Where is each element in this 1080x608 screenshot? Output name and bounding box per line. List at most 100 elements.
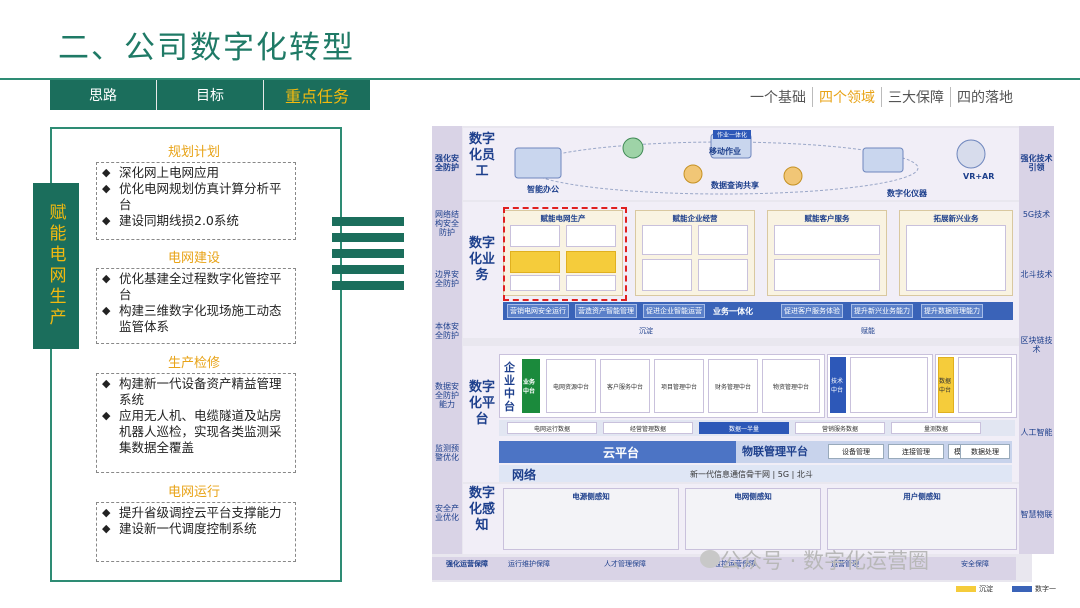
list-item: 建设新一代调度控制系统 [102, 521, 290, 537]
sense-group-title: 用户侧感知 [903, 492, 941, 501]
cloud-platform: 云平台 [499, 441, 743, 463]
connector-bar [332, 281, 404, 290]
title-divider [0, 78, 1080, 80]
legend-item: 数字一 [1012, 584, 1056, 594]
mini-block [566, 251, 616, 273]
bottom-item: 人才管理保障 [604, 560, 646, 568]
right-nav: 一个基础 四个领域 三大保障 四的落地 [744, 87, 1019, 107]
list-item: 深化网上电网应用 [102, 165, 290, 181]
layer-name: 数字化平台 [469, 380, 496, 427]
strip-center: 业务一体化 [713, 307, 753, 316]
side-label: 强化技术引领 [1020, 154, 1053, 172]
section-box-operation: 提升省级调控云平台支撑能力 建设新一代调度控制系统 [96, 502, 296, 562]
staff-label: 数据查询共享 [711, 181, 759, 190]
data-item: 量测数据 [891, 422, 981, 434]
rnav-three-guarantees[interactable]: 三大保障 [882, 87, 951, 107]
tab-thinking[interactable]: 思路 [50, 80, 157, 110]
network-bar [499, 465, 1012, 482]
layer-digital-sensing: 数字化感知 电源侧感知 电网侧感知 用户侧感知 [463, 484, 1019, 554]
side-label: 数据安全防护能力 [435, 382, 459, 409]
side-label: 北斗技术 [1020, 270, 1053, 279]
section-title-construction: 电网建设 [168, 251, 221, 266]
bottom-item: 监控运营保障 [714, 560, 756, 568]
block-title: 赋能电网生产 [540, 214, 586, 223]
business-mid: 业务中台 [522, 359, 540, 413]
flow-label: 赋能 [861, 327, 875, 335]
legend-label: 数字一 [1035, 585, 1056, 593]
tab-goals[interactable]: 目标 [157, 80, 264, 110]
data-mid-box: 数据中台 [935, 354, 1017, 418]
side-label: 网络结构安全防护 [435, 210, 459, 237]
section-box-planning: 深化网上电网应用 优化电网规划仿真计算分析平台 建设同期线损2.0系统 [96, 162, 296, 240]
block-customer-service: 赋能客户服务 [767, 210, 887, 296]
section-title-operation: 电网运行 [168, 485, 221, 500]
center: 物资管理中台 [762, 359, 820, 413]
data-mid: 数据中台 [938, 357, 954, 413]
block-grid-production: 赋能电网生产 [503, 210, 623, 296]
mini-block [774, 259, 880, 291]
sense-group: 电网侧感知 [685, 488, 821, 550]
legend-item: 沉淀 [956, 584, 993, 594]
architecture-diagram: 强化安全防护 网络结构安全防护 边界安全防护 本体安全防护 数据安全防护能力 监… [432, 126, 1054, 582]
center: 客户服务中台 [600, 359, 650, 413]
sense-group: 用户侧感知 [827, 488, 1017, 550]
network-label: 网络 [512, 468, 537, 482]
enterprise-mid: 企业中台 业务中台 电网资源中台 客户服务中台 项目管理中台 财务管理中台 物资… [499, 354, 825, 418]
connector-bar [332, 265, 404, 274]
mini-block [510, 225, 560, 247]
list-item: 构建新一代设备资产精益管理系统 [102, 376, 290, 408]
section-box-construction: 优化基建全过程数字化管控平台 构建三维数字化现场施工动态监管体系 [96, 268, 296, 344]
data-item: 数据一半量 [699, 422, 789, 434]
rnav-landing[interactable]: 四的落地 [957, 90, 1013, 106]
page-title: 二、公司数字化转型 [58, 30, 355, 66]
section-title-planning: 规划计划 [168, 145, 221, 160]
block-new-business: 拓展新兴业务 [899, 210, 1013, 296]
list-item: 构建三维数字化现场施工动态监管体系 [102, 303, 290, 335]
tech-mid: 技术中台 [830, 357, 846, 413]
legend-label: 沉淀 [979, 585, 993, 593]
iot-item: 设备管理 [828, 444, 884, 459]
tech-mid-box: 技术中台 [827, 354, 933, 418]
side-label: 智慧物联 [1020, 510, 1053, 519]
staff-tag: 作业一体化 [713, 130, 752, 139]
tab-key-tasks[interactable]: 重点任务 [284, 87, 349, 106]
rnav-four-domains[interactable]: 四个领域 [813, 87, 882, 107]
layer-name: 数字化员工 [469, 132, 496, 179]
strip-item: 提升数据管理能力 [921, 304, 983, 318]
left-guarantee-column: 强化安全防护 网络结构安全防护 边界安全防护 本体安全防护 数据安全防护能力 监… [432, 126, 462, 554]
top-nav: 思路 目标 重点任务 [50, 80, 370, 110]
block-title: 赋能客户服务 [804, 214, 850, 223]
list-item: 优化电网规划仿真计算分析平台 [102, 181, 290, 213]
bottom-item: 安全保障 [961, 560, 989, 568]
data-item: 电网运行数据 [507, 422, 597, 434]
layer-name: 数字化感知 [469, 486, 496, 533]
side-label: 本体安全防护 [435, 322, 459, 340]
rnav-one-foundation[interactable]: 一个基础 [744, 87, 813, 107]
highlight-grid-production [503, 207, 627, 301]
platform-data-row: 电网运行数据 经营管理数据 数据一半量 营销服务数据 量测数据 [499, 420, 1015, 436]
side-label: 人工智能 [1020, 428, 1053, 437]
bottom-item: 运行维护保障 [508, 560, 550, 568]
section-title-maintenance: 生产检修 [168, 356, 221, 371]
strip-item: 促进企业智能运营 [643, 304, 705, 318]
mini-block [566, 275, 616, 291]
sense-group-title: 电网侧感知 [734, 492, 772, 501]
staff-label: VR+AR [963, 172, 995, 181]
side-label: 区块链技术 [1020, 336, 1053, 354]
list-item: 优化基建全过程数字化管控平台 [102, 271, 290, 303]
mini-block [958, 357, 1012, 413]
layer-name: 数字化业务 [469, 236, 496, 283]
list-item: 应用无人机、电缆隧道及站房机器人巡检，实现各类监测采集数据全覆盖 [102, 408, 290, 456]
layer-digital-business: 数字化业务 赋能电网生产 赋能企业经营 赋能客户服务 拓展新兴业务 营销 [463, 202, 1019, 338]
connector-bar [332, 233, 404, 242]
watermark: 公众号 · 数字化运营圈 [720, 549, 930, 573]
bottom-item: 运营管理 [831, 560, 859, 568]
connector-bar [332, 217, 404, 226]
side-label: 强化安全防护 [435, 154, 459, 172]
mini-block [774, 225, 880, 255]
right-tech-column: 强化技术引领 5G技术 北斗技术 区块链技术 人工智能 智慧物联 [1019, 126, 1054, 554]
iot-item: 连接管理 [888, 444, 944, 459]
section-box-maintenance: 构建新一代设备资产精益管理系统 应用无人机、电缆隧道及站房机器人巡检，实现各类监… [96, 373, 296, 473]
strip-item: 营造资产智能管理 [575, 304, 637, 318]
vertical-label: 赋能电网生产 [33, 183, 79, 349]
